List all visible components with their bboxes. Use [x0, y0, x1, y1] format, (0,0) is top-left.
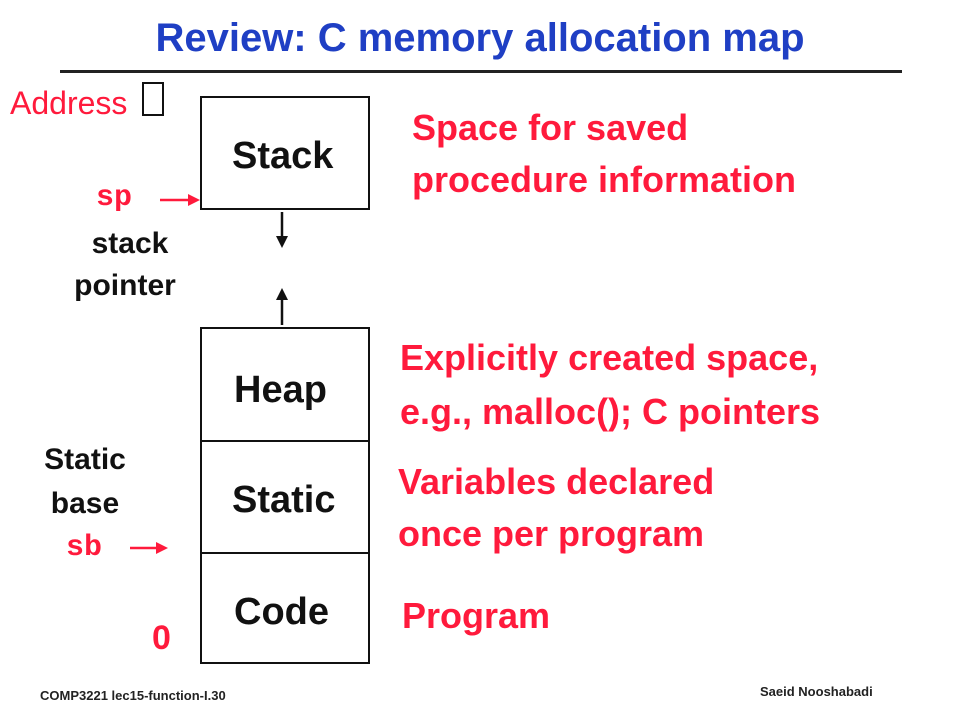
stack-desc-line2: procedure information [412, 159, 797, 200]
address-label: Address [10, 82, 165, 123]
sp-arrowhead-icon [188, 194, 200, 206]
sp-register: sp [96, 181, 133, 215]
heap-desc-line1: Explicitly created space, [400, 337, 819, 378]
static-label: Static [232, 479, 336, 521]
stack-growth-arrowhead-icon [276, 236, 288, 248]
static-base-label-line2: base [50, 487, 120, 520]
heap-growth-arrowhead-icon [276, 288, 288, 300]
stack-label: Stack [232, 135, 334, 177]
heap-label: Heap [234, 369, 327, 411]
code-segment [200, 552, 370, 664]
address-glyph-icon [142, 82, 165, 116]
address-zero: 0 [152, 619, 171, 657]
slide-title: Review: C memory allocation map [155, 16, 805, 60]
code-desc-line1: Program [402, 595, 551, 636]
stack-pointer-label-line2: pointer [74, 269, 176, 302]
footer-author: Saeid Nooshabadi [760, 684, 873, 699]
static-base-label-line1: Static [44, 443, 126, 476]
address-text: Address [10, 85, 128, 121]
static-desc-line2: once per program [398, 513, 705, 554]
heap-desc-line2: e.g., malloc(); C pointers [400, 391, 821, 432]
footer-course: COMP3221 lec15-function-I.30 [40, 688, 226, 703]
sb-register: sb [66, 531, 103, 565]
static-desc-line1: Variables declared [398, 461, 715, 502]
heap-segment [200, 327, 370, 442]
stack-segment [200, 96, 370, 210]
stack-pointer-label-line1: stack [91, 227, 169, 260]
stack-desc-line1: Space for saved [412, 107, 689, 148]
code-label: Code [234, 591, 329, 633]
title-divider [60, 70, 902, 73]
sb-arrowhead-icon [156, 542, 168, 554]
